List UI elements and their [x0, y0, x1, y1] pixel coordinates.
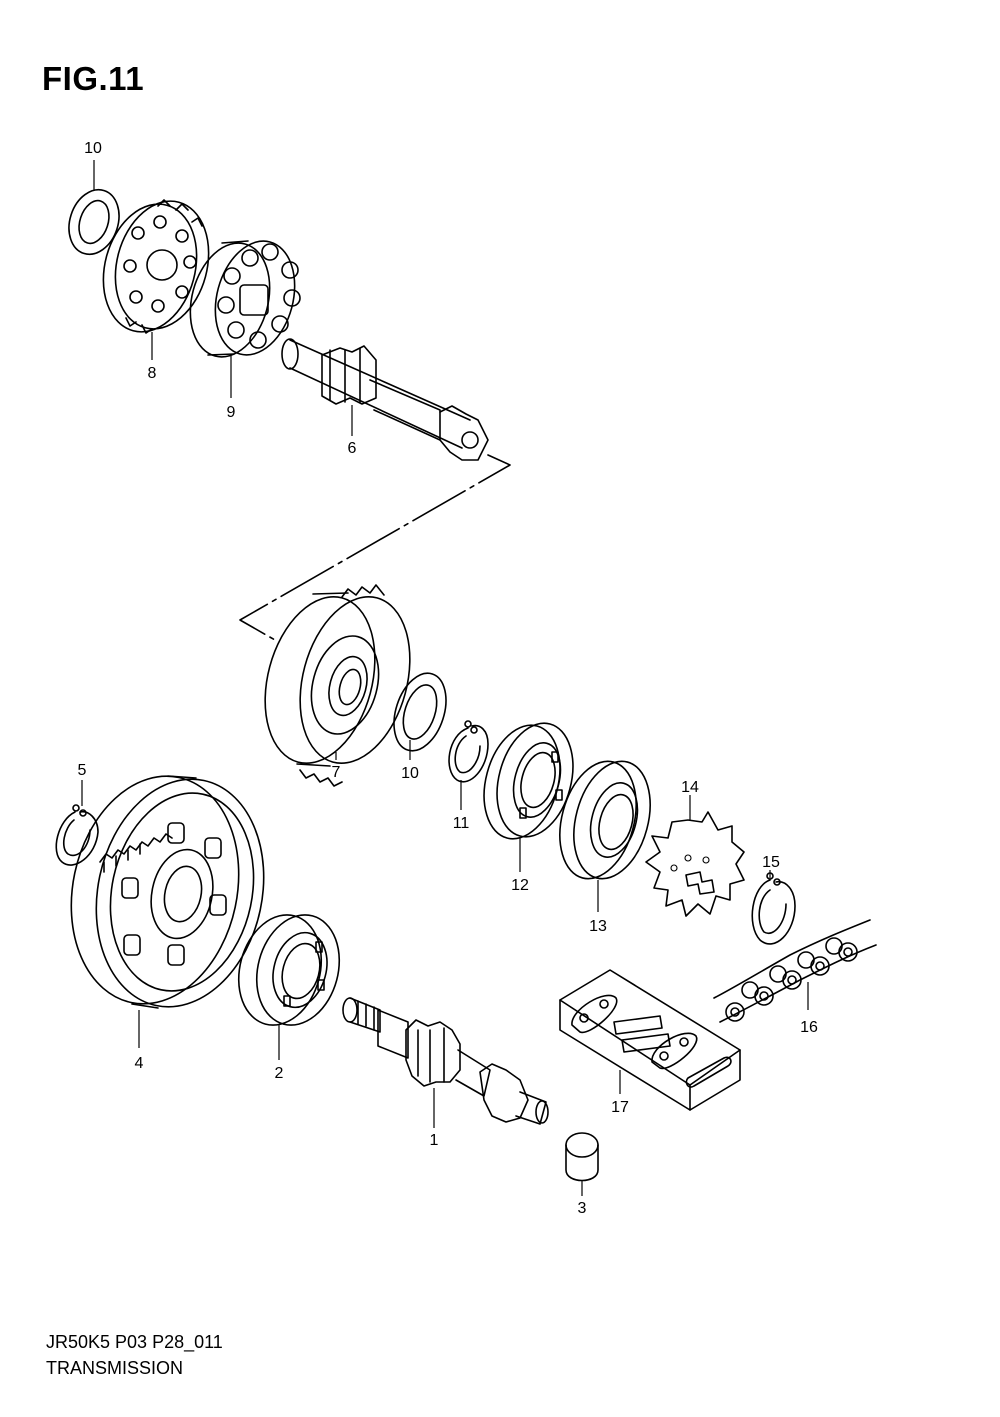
callout-11: 11: [453, 815, 470, 832]
callout-13: 13: [589, 918, 607, 935]
callout-17: 17: [611, 1099, 629, 1116]
part-9-clutch-drum: [189, 240, 301, 358]
part-13-oil-seal: [559, 760, 651, 880]
part-10-washer-upper: [68, 188, 120, 256]
callout-12: 12: [511, 877, 529, 894]
callout-10-lower: 10: [401, 765, 419, 782]
callout-4: 4: [135, 1055, 144, 1072]
leader-lines: [81, 160, 809, 1196]
callout-15: 15: [762, 854, 780, 871]
part-7-driven-gear: [264, 584, 411, 787]
callout-1: 1: [430, 1132, 439, 1149]
callout-6: 6: [348, 440, 357, 457]
figure-model-code: JR50K5 P03 P28_011: [46, 1332, 223, 1352]
figure-title: FIG.11: [42, 60, 145, 97]
part-2-bearing: [237, 914, 341, 1026]
part-11-circlip: [448, 720, 489, 783]
figure-section-name: TRANSMISSION: [46, 1358, 184, 1378]
part-8-clutch-plate: [102, 199, 210, 334]
part-5-circlip: [55, 804, 99, 866]
callout-7: 7: [332, 764, 341, 781]
callout-10: 10: [84, 140, 102, 157]
part-15-circlip: [751, 872, 796, 945]
part-1-drive-shaft: [342, 997, 549, 1125]
part-12-bearing: [483, 722, 574, 840]
callout-8: 8: [148, 365, 157, 382]
part-17-chain-joint: [559, 969, 741, 1111]
callout-5: 5: [78, 762, 87, 779]
callout-9: 9: [227, 404, 236, 421]
part-3-spacer: [565, 1132, 599, 1182]
callout-16: 16: [800, 1019, 818, 1036]
shaft-alignment-line: [239, 454, 511, 641]
callout-2: 2: [275, 1065, 284, 1082]
part-10-washer-lower: [393, 672, 447, 752]
part-16-drive-chain: [713, 919, 877, 1023]
callout-14: 14: [681, 779, 699, 796]
callout-3: 3: [578, 1200, 587, 1217]
part-14-sprocket: [645, 811, 745, 917]
part-6-shaft: [281, 338, 489, 461]
callout-labels: 10 8 9 6 7 10 11 12 13 14 15 16 5 4 2 1 …: [78, 140, 818, 1217]
part-4-large-gear: [70, 775, 265, 1009]
